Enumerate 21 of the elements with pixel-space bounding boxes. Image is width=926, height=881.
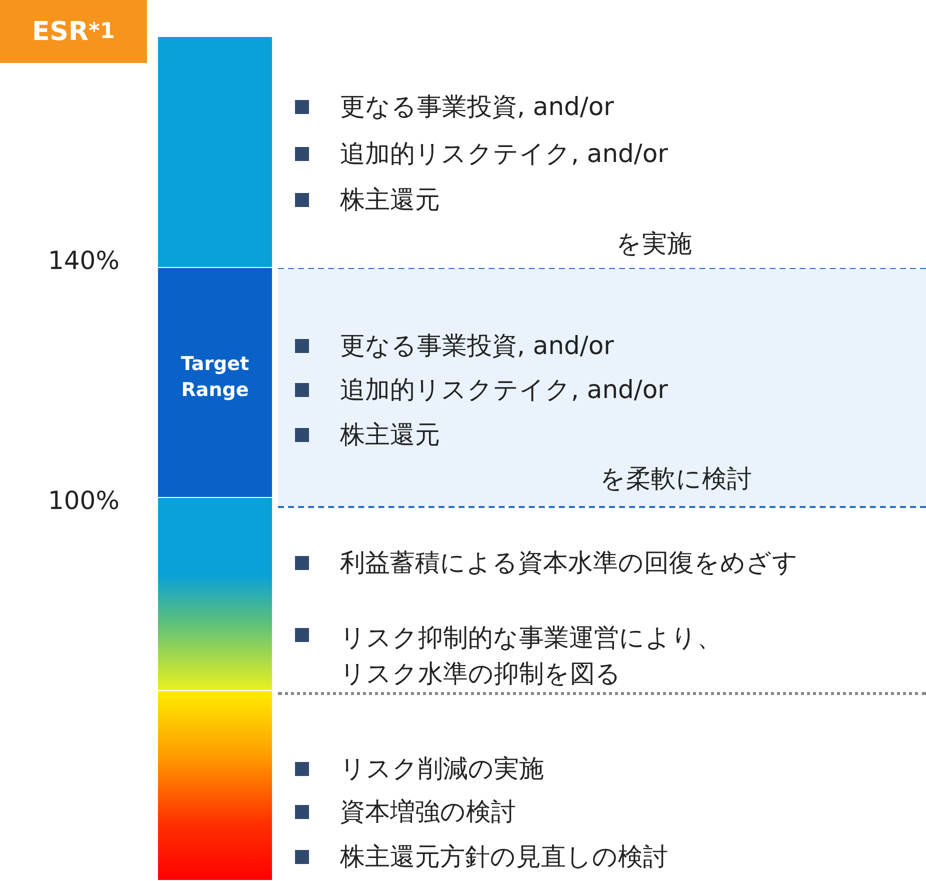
note-text: を実施 — [616, 229, 692, 259]
bullet-text: 更なる事業投資, and/or — [340, 92, 614, 122]
bullet-text: 更なる事業投資, and/or — [340, 331, 614, 361]
bullet-text: リスク削減の実施 — [340, 754, 544, 784]
bullet-text: 利益蓄積による資本水準の回復をめざす — [340, 548, 798, 578]
level-bar-segment — [158, 268, 272, 497]
bullet-text: 資本増強の検討 — [340, 797, 516, 827]
bullet-text: 株主還元方針の見直しの検討 — [340, 842, 668, 872]
bullet-text: 株主還元 — [340, 420, 440, 450]
level-bar-segment — [158, 498, 272, 690]
level-bar-segment — [158, 691, 272, 880]
range-band — [278, 269, 926, 506]
bullet-text: 追加的リスクテイク, and/or — [340, 375, 668, 405]
level-label: 100% — [48, 486, 120, 516]
note-text: を柔軟に検討 — [600, 464, 752, 494]
bullet-text: 株主還元 — [340, 185, 440, 215]
bullet-text: 追加的リスクテイク, and/or — [340, 139, 668, 169]
bullet-text: リスク抑制的な事業運営により、リスク水準の抑制を図る — [340, 622, 723, 690]
level-label: 140% — [48, 246, 120, 276]
range-label: Target Range — [180, 352, 250, 402]
level-bar-segment — [158, 37, 272, 267]
